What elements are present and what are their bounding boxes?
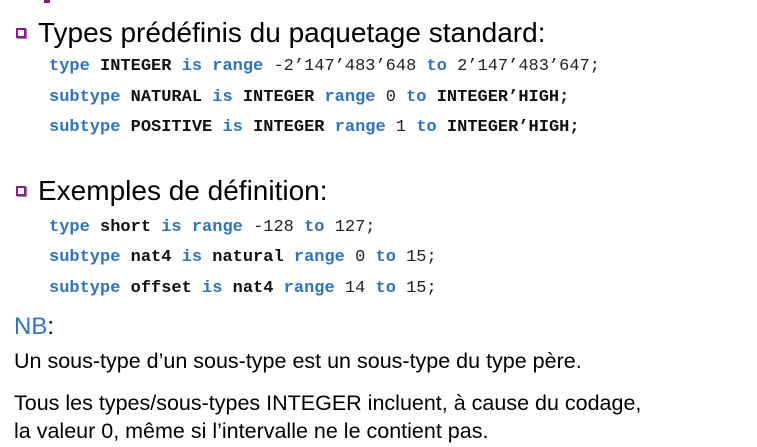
code-punct: ;: [589, 57, 600, 76]
code-keyword: range: [283, 279, 335, 298]
code-number: 2’147’483’647: [457, 57, 590, 76]
code-keyword: to: [304, 218, 325, 237]
code-keyword: range: [212, 57, 264, 76]
code-line-short: type short is range -128 to 127;: [49, 218, 376, 238]
paragraph-integer-zero-line2: la valeur 0, même si l’intervalle ne le …: [14, 419, 489, 443]
paragraph-subtype-rule: Un sous-type d’un sous-type est un sous-…: [14, 349, 582, 373]
code-line-integer: type INTEGER is range -2’147’483’648 to …: [49, 57, 600, 77]
code-identifier: natural: [212, 248, 284, 267]
code-keyword: is: [181, 248, 203, 267]
code-identifier: INTEGER: [242, 88, 315, 107]
code-keyword: range: [191, 218, 243, 237]
code-keyword: to: [426, 57, 447, 76]
code-keyword: is: [181, 57, 203, 76]
code-keyword: to: [375, 279, 396, 298]
code-number: 15: [406, 248, 427, 267]
code-line-positive: subtype POSITIVE is INTEGER range 1 to I…: [49, 118, 580, 138]
square-bullet-icon: [16, 28, 26, 38]
code-punct: ;: [365, 218, 376, 237]
code-number: -2’147’483’648: [273, 57, 417, 76]
code-punct: ;: [426, 248, 437, 267]
section-title-predefined-types: Types prédéfinis du paquetage standard:: [16, 17, 545, 49]
code-identifier: INTEGER’HIGH;: [446, 118, 580, 137]
code-number: 127: [334, 218, 366, 237]
code-number: -128: [253, 218, 294, 237]
section-title-examples: Exemples de définition:: [16, 175, 328, 207]
paragraph-integer-zero-line1: Tous les types/sous-types INTEGER inclue…: [14, 391, 642, 415]
code-keyword: is: [212, 88, 233, 107]
code-number: 14: [344, 279, 366, 298]
code-punct: ;: [426, 279, 437, 298]
code-identifier: nat4: [232, 279, 274, 298]
code-keyword: subtype: [49, 279, 121, 298]
code-keyword: range: [324, 88, 376, 107]
nb-heading: NB:: [14, 313, 54, 341]
code-identifier: NATURAL: [130, 88, 203, 107]
section-title-text: Types prédéfinis du paquetage standard:: [38, 17, 546, 48]
code-identifier: nat4: [130, 248, 172, 267]
code-number: 15: [406, 279, 427, 298]
code-identifier: POSITIVE: [130, 118, 213, 137]
code-keyword: subtype: [49, 248, 121, 267]
code-keyword: type: [49, 218, 90, 237]
code-keyword: to: [375, 248, 396, 267]
code-keyword: range: [293, 248, 345, 267]
code-keyword: subtype: [49, 118, 121, 137]
code-number: 0: [385, 88, 396, 107]
code-number: 0: [355, 248, 366, 267]
top-decoration: [44, 0, 50, 3]
section-title-text: Exemples de définition:: [38, 175, 328, 206]
code-identifier: short: [100, 218, 152, 237]
code-line-offset: subtype offset is nat4 range 14 to 15;: [49, 279, 437, 299]
code-keyword: to: [406, 88, 427, 107]
code-keyword: subtype: [49, 88, 121, 107]
code-keyword: to: [416, 118, 437, 137]
code-identifier: offset: [130, 279, 192, 298]
nb-colon: :: [47, 313, 55, 340]
code-keyword: is: [161, 218, 182, 237]
code-identifier: INTEGER: [100, 57, 172, 76]
code-number: 1: [395, 118, 407, 137]
code-keyword: range: [334, 118, 386, 137]
code-keyword: type: [49, 57, 90, 76]
code-keyword: is: [202, 279, 223, 298]
nb-label: NB: [14, 313, 48, 340]
code-line-natural: subtype NATURAL is INTEGER range 0 to IN…: [49, 88, 569, 108]
code-line-nat4: subtype nat4 is natural range 0 to 15;: [49, 248, 437, 268]
code-identifier: INTEGER: [253, 118, 325, 137]
square-bullet-icon: [16, 186, 26, 196]
code-identifier: INTEGER’HIGH;: [436, 88, 570, 107]
code-keyword: is: [222, 118, 243, 137]
